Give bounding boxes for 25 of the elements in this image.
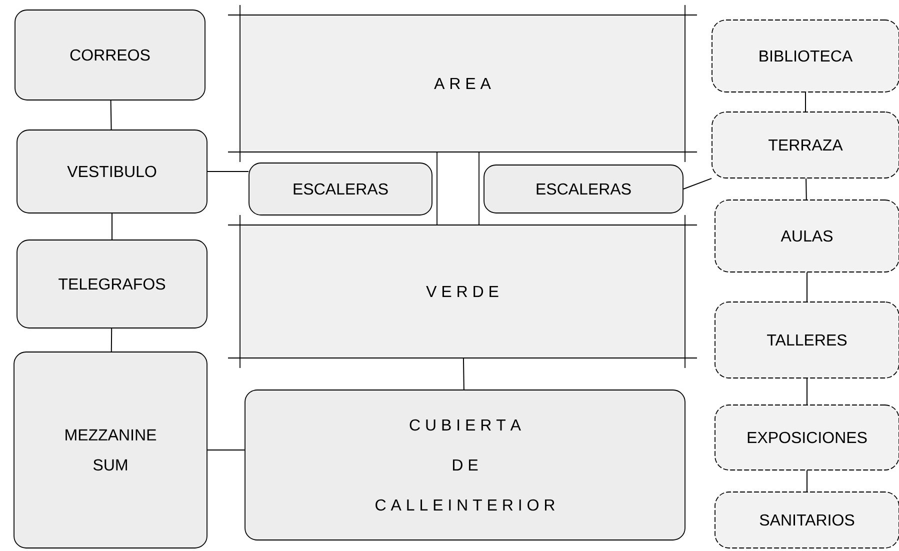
room-box: AULAS [714, 200, 899, 272]
connector-line [806, 470, 808, 492]
connector-line [206, 171, 250, 172]
room-box: TERRAZA [712, 112, 899, 178]
connector-line [110, 328, 112, 352]
room-box: TALLERES [714, 302, 899, 378]
room-box: VESTIBULO [16, 130, 208, 214]
room-box: BIBLIOTECA [712, 20, 899, 92]
connector-line [462, 358, 464, 390]
room-box: C U B I E R T A D E C A L L E I N T E R I O R [244, 390, 686, 540]
connector-line [805, 92, 806, 112]
room-box: CORREOS [14, 10, 206, 100]
room-box: MEZZANINE SUM [14, 352, 208, 548]
room-box: SANITARIOS [714, 492, 899, 548]
connector-line [110, 100, 112, 130]
connector-line [806, 378, 808, 406]
room-box: TELEGRAFOS [16, 240, 208, 328]
room-box: EXPOSICIONES [714, 404, 899, 470]
zone-frame: A R E A [228, 4, 698, 162]
connector-line [806, 178, 807, 200]
zone-frame: V E R D E [228, 214, 698, 368]
room-box: ESCALERAS [248, 162, 432, 216]
connector-line [806, 272, 808, 302]
room-box: ESCALERAS [484, 164, 684, 214]
connector-line [682, 178, 712, 190]
